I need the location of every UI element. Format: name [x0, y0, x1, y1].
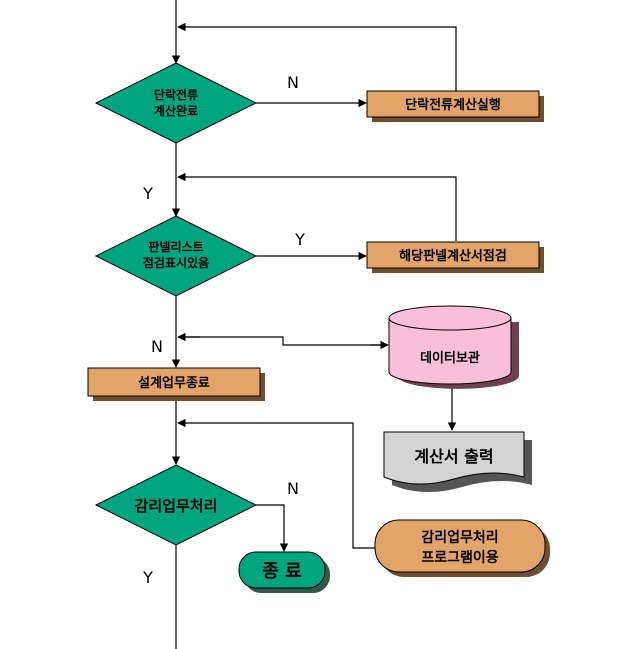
supervision-program-line2: 프로그램이용 — [421, 549, 498, 566]
data-store-cylinder: 데이터보관 — [388, 305, 519, 389]
edge-label-d1-yes: Y — [142, 184, 153, 203]
edge-label-d3-yes: Y — [142, 568, 153, 587]
process-short-circuit-label: 단락전류계산실행 — [405, 97, 501, 113]
decision-2-line1: 판넬리스트 — [148, 239, 203, 254]
datastore-link — [178, 336, 387, 346]
terminal-end-label: 종 료 — [262, 561, 301, 582]
decision-1-line1: 단락전류 — [154, 87, 198, 102]
process-panel-calc-check: 해당판넬계산서점검 — [366, 241, 544, 273]
decision-2-line2: 점검표시있음 — [143, 255, 209, 270]
loop-back-arrow-3 — [177, 418, 375, 549]
terminal-end: 종 료 — [238, 551, 330, 593]
process-design-work-end: 설계업무종료 — [87, 367, 265, 401]
process-panel-check-label: 해당판넬계산서점검 — [399, 248, 507, 264]
loop-back-arrow-2 — [177, 172, 457, 241]
decision-1-line2: 계산완료 — [154, 103, 198, 118]
edge-label-d3-no: N — [287, 479, 299, 498]
supervision-program-line1: 감리업무처리 — [421, 529, 498, 546]
edge-label-d2-no: N — [151, 337, 163, 356]
process-short-circuit-calc: 단락전류계산실행 — [366, 90, 544, 122]
decision-short-circuit-done: 단락전류 계산완료 — [94, 62, 258, 144]
arrow-d3-no — [256, 504, 289, 552]
edge-labels: N Y Y N N Y — [142, 73, 305, 587]
edge-label-d1-no: N — [287, 73, 299, 92]
decision-panel-list-check: 판넬리스트 점검표시있음 — [94, 215, 258, 297]
document-output-label: 계산서 출력 — [414, 447, 493, 466]
loop-back-arrow-1 — [177, 22, 457, 92]
document-calc-output: 계산서 출력 — [383, 431, 532, 493]
process-design-end-label: 설계업무종료 — [138, 376, 210, 391]
edge-label-d2-yes: Y — [294, 230, 305, 249]
connectors — [171, 0, 457, 649]
data-store-label: 데이터보관 — [420, 350, 480, 366]
decision-3-label: 감리업무처리 — [135, 497, 218, 515]
decision-supervision-work: 감리업무처리 — [94, 464, 258, 546]
supervision-program-box: 감리업무처리 프로그램이용 — [374, 519, 550, 577]
